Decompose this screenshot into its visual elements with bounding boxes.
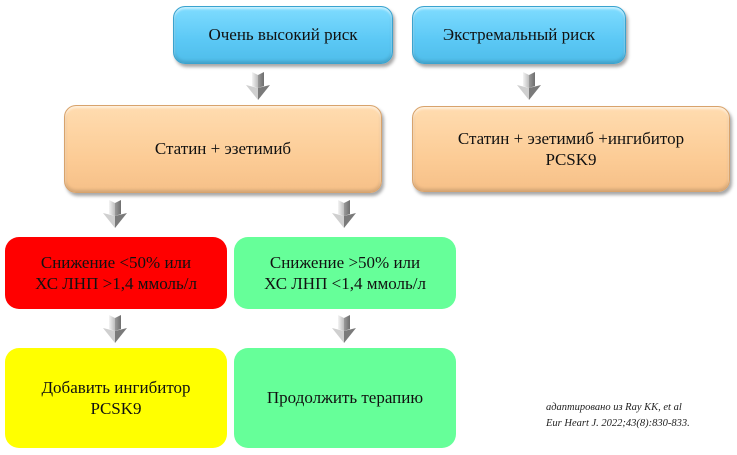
arrow-down-icon	[246, 72, 270, 100]
statin-ezetimibe-label: Статин + эзетимиб	[154, 139, 292, 159]
arrow-down-icon	[103, 315, 127, 343]
reduction-target-met-box: Снижение >50% или ХС ЛНП <1,4 ммоль/л	[234, 237, 456, 309]
reduction-below-target-line2: ХС ЛНП >1,4 ммоль/л	[35, 274, 197, 293]
extreme-risk-label: Экстремальный риск	[442, 25, 596, 45]
reduction-below-target-box: Снижение <50% или ХС ЛНП >1,4 ммоль/л	[5, 237, 227, 309]
statin-ezetimibe-pcsk9-line2: PCSK9	[545, 150, 597, 169]
statin-ezetimibe-pcsk9-box: Статин + эзетимиб +ингибитор PCSK9	[412, 106, 730, 192]
reference-line2: Eur Heart J. 2022;43(8):830-833.	[546, 418, 690, 430]
arrow-down-icon	[332, 315, 356, 343]
continue-therapy-box: Продолжить терапию	[234, 348, 456, 448]
reduction-below-target-line1: Снижение <50% или	[40, 252, 192, 272]
reduction-target-met-line1: Снижение >50% или	[269, 252, 421, 272]
reference-line1: адаптировано из Ray KK, et al	[546, 402, 682, 413]
continue-therapy-label: Продолжить терапию	[266, 388, 424, 408]
statin-ezetimibe-pcsk9-line1: Статин + эзетимиб +ингибитор	[457, 128, 685, 148]
arrow-down-icon	[517, 72, 541, 100]
extreme-risk-box: Экстремальный риск	[412, 6, 626, 64]
arrow-down-icon	[103, 200, 127, 228]
reference-citation: адаптировано из Ray KK, et al Eur Heart …	[546, 400, 690, 433]
add-pcsk9-line2: PCSK9	[90, 399, 142, 418]
very-high-risk-box: Очень высокий риск	[173, 6, 393, 64]
very-high-risk-label: Очень высокий риск	[208, 25, 358, 45]
add-pcsk9-line1: Добавить ингибитор	[41, 377, 191, 397]
reduction-target-met-line2: ХС ЛНП <1,4 ммоль/л	[264, 274, 426, 293]
statin-ezetimibe-box: Статин + эзетимиб	[64, 105, 382, 193]
add-pcsk9-box: Добавить ингибитор PCSK9	[5, 348, 227, 448]
arrow-down-icon	[332, 200, 356, 228]
